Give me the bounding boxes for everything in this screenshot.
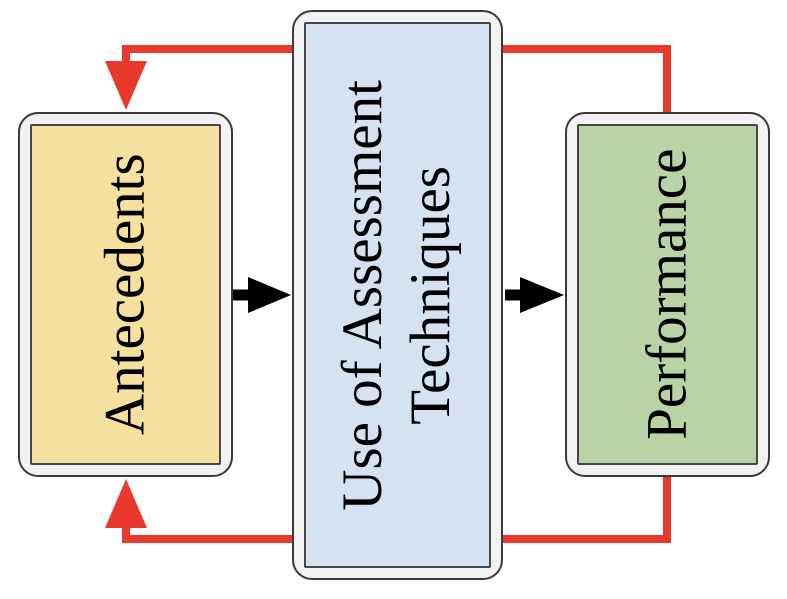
node-antecedents: Antecedents <box>18 112 233 477</box>
feedback-bottom-arrowhead <box>105 479 147 528</box>
node-use-of-assessment-techniques-label: Use of Assessment Techniques <box>329 80 466 511</box>
node-use-of-assessment-techniques: Use of Assessment Techniques <box>292 10 503 580</box>
arrow-assessment-to-performance <box>505 277 564 313</box>
node-performance: Performance <box>565 112 770 477</box>
label-line-1: Use of Assessment <box>331 79 395 511</box>
node-use-of-assessment-techniques-fill: Use of Assessment Techniques <box>304 22 491 568</box>
node-performance-label: Performance <box>635 148 699 441</box>
feedback-top-arrowhead <box>105 61 147 110</box>
label-line-2: Techniques <box>399 165 463 425</box>
node-antecedents-label: Antecedents <box>93 153 157 436</box>
arrow-antecedents-to-assessment <box>232 277 291 313</box>
node-performance-fill: Performance <box>577 124 758 465</box>
flow-arrow-2-arrowhead <box>520 277 564 313</box>
flow-arrow-1-arrowhead <box>248 277 291 313</box>
node-antecedents-fill: Antecedents <box>30 124 221 465</box>
